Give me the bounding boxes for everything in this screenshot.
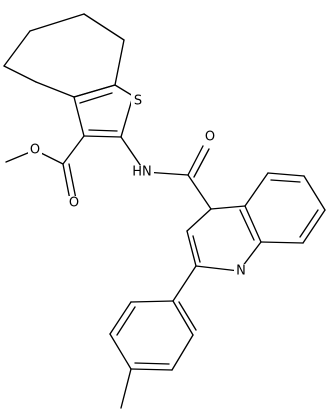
bond xyxy=(134,362,170,365)
bond xyxy=(3,65,37,83)
atom-labels: S HN O O O N xyxy=(28,94,248,279)
bond xyxy=(88,129,118,132)
bond xyxy=(178,301,197,331)
bond xyxy=(210,205,246,210)
bond xyxy=(302,209,326,244)
bond xyxy=(187,174,212,210)
bond xyxy=(79,92,113,104)
bond xyxy=(172,300,194,336)
bond xyxy=(62,135,85,165)
bond xyxy=(130,300,174,303)
bond xyxy=(244,205,262,243)
bond xyxy=(186,230,197,267)
bond xyxy=(130,368,173,371)
bond xyxy=(109,333,132,370)
bond xyxy=(192,235,201,263)
bond xyxy=(244,172,269,207)
bond xyxy=(303,175,326,211)
bond xyxy=(68,163,77,200)
bond xyxy=(239,209,255,241)
bond xyxy=(195,265,240,272)
bond xyxy=(299,209,319,238)
bond xyxy=(35,81,75,98)
bond xyxy=(73,96,85,137)
bond xyxy=(114,84,134,97)
ester-ether-oxygen-label: O xyxy=(30,143,40,158)
bond xyxy=(73,84,116,98)
bond xyxy=(260,241,304,244)
bond xyxy=(116,306,136,336)
bond xyxy=(186,208,212,232)
bond xyxy=(172,265,197,302)
bond xyxy=(193,148,210,178)
bond xyxy=(270,179,301,183)
bonds xyxy=(3,13,326,409)
bond xyxy=(267,172,305,177)
bond xyxy=(120,368,132,409)
bond xyxy=(187,145,204,176)
bond xyxy=(62,163,71,201)
bond xyxy=(114,39,125,86)
bond xyxy=(83,135,122,138)
bond xyxy=(109,301,132,335)
amide-oxygen-label: O xyxy=(205,130,215,145)
sulfur-label: S xyxy=(134,94,142,109)
bond xyxy=(29,13,85,32)
bond xyxy=(3,30,31,67)
bond xyxy=(171,334,194,371)
quinoline-nitrogen-label: N xyxy=(236,264,246,279)
ester-carbonyl-oxygen-label: O xyxy=(69,196,79,211)
bond xyxy=(83,13,125,41)
amide-nitrogen-label: HN xyxy=(132,165,152,180)
